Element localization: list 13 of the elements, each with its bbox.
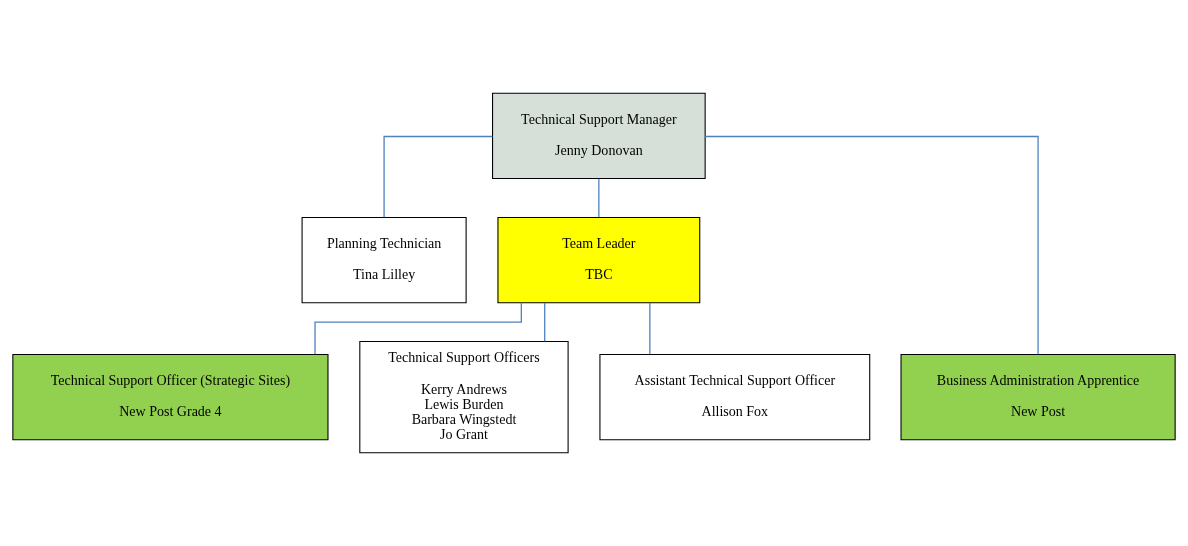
connector [314, 302, 522, 355]
connector [544, 302, 546, 342]
node-box: Planning Technician Tina Lilley [301, 216, 467, 304]
connector [649, 302, 651, 355]
node-box: Team Leader TBC [497, 216, 701, 304]
node-box: Technical Support Manager Jenny Donovan [492, 92, 706, 180]
connector [598, 178, 600, 218]
node-box: Assistant Technical Support Officer Allison Fox [599, 353, 871, 441]
connector [383, 135, 494, 218]
connector [704, 135, 1039, 355]
node-box: Business Administration Apprentice New Post [900, 353, 1176, 441]
node-box: Technical Support Officer (Strategic Sites) New Post Grade 4 [12, 353, 329, 441]
node-box: Technical Support Officers Kerry Andrews Lewis Burden Barbara Wingstedt Jo Grant [359, 341, 569, 454]
